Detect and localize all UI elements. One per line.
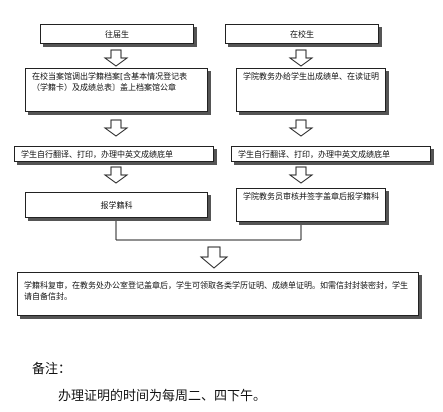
down-arrow-icon <box>199 246 229 269</box>
final-step-box: 学籍科复审，在教务处办公室登记盖章后，学生可领取各类学历证明、成绩单证明。如需信… <box>17 272 419 316</box>
down-arrow-icon <box>288 119 314 137</box>
right-title: 在校生 <box>290 29 314 39</box>
left-step2-box: 学生自行翻译、打印，办理中英文成绩底单 <box>14 146 214 162</box>
down-arrow-icon <box>103 119 129 137</box>
left-title: 往届生 <box>105 29 129 39</box>
current-graduates-title-box: 往届生 <box>40 24 194 44</box>
notes-text: 办理证明的时间为每周二、四下午。 <box>58 389 267 404</box>
enrolled-students-title-box: 在校生 <box>225 24 379 44</box>
down-arrow-icon <box>288 49 314 67</box>
left-step3-text: 报学籍科 <box>100 200 133 210</box>
final-step-text: 学籍科复审，在教务处办公室登记盖章后，学生可领取各类学历证明、成绩单证明。如需信… <box>24 281 408 301</box>
down-arrow-icon <box>103 49 129 67</box>
right-step3-text: 学院教务员审核并签字盖章后报学籍科 <box>243 192 379 201</box>
right-step1-text: 学院教务办给学生出成绩单、在读证明 <box>243 72 379 81</box>
right-step2-text: 学生自行翻译、打印，办理中英文成绩底单 <box>238 150 390 159</box>
down-arrow-icon <box>288 166 314 184</box>
right-step2-box: 学生自行翻译、打印，办理中英文成绩底单 <box>231 146 431 162</box>
right-step1-box: 学院教务办给学生出成绩单、在读证明 <box>236 68 386 112</box>
right-step3-box: 学院教务员审核并签字盖章后报学籍科 <box>236 188 386 222</box>
notes-label: 备注： <box>32 362 72 377</box>
left-step1-box: 在校当案馆调出学籍档案[含基本情况登记表（学籍卡）及成绩总表〕盖上档案馆公章 <box>25 68 208 112</box>
left-step1-text: 在校当案馆调出学籍档案[含基本情况登记表（学籍卡）及成绩总表〕盖上档案馆公章 <box>32 72 188 92</box>
down-arrow-icon <box>103 166 129 184</box>
left-step3-box: 报学籍科 <box>25 192 208 218</box>
left-step2-text: 学生自行翻译、打印，办理中英文成绩底单 <box>21 150 173 159</box>
